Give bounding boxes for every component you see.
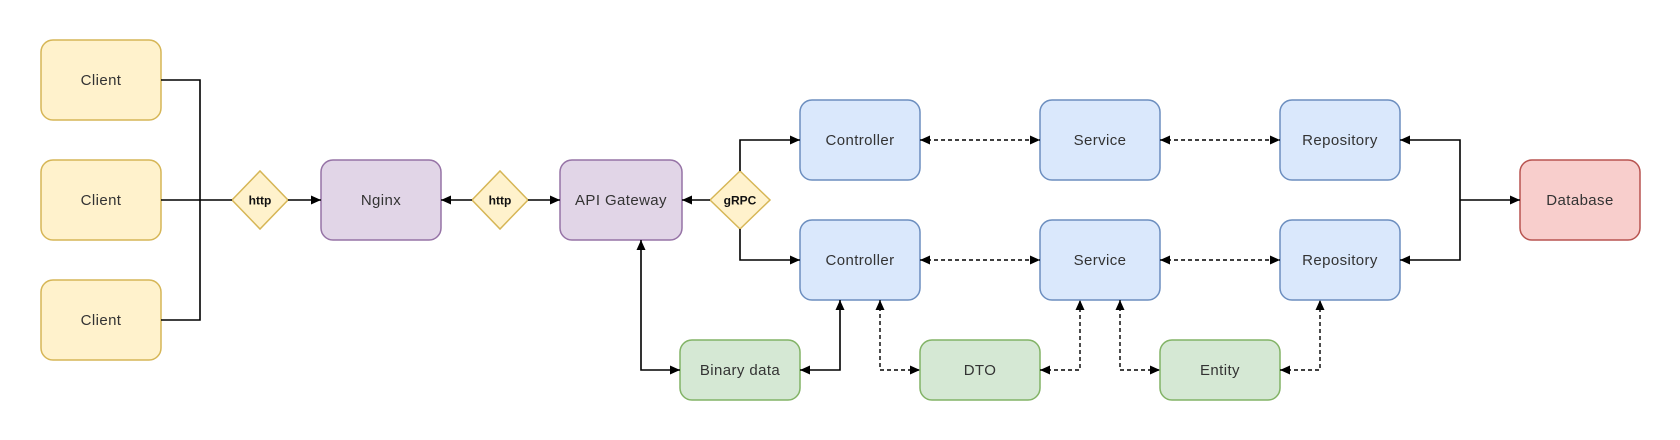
grpc-label: gRPC xyxy=(724,193,757,207)
node-grpc[interactable]: gRPC xyxy=(708,169,772,231)
edge-repositories-trunk xyxy=(1400,135,1461,265)
node-entity[interactable]: Entity xyxy=(1159,339,1281,401)
node-client-2[interactable]: Client xyxy=(40,159,162,241)
edge-entity-repository2 xyxy=(1280,300,1325,375)
node-client-3[interactable]: Client xyxy=(40,279,162,361)
node-api-gateway[interactable]: API Gateway xyxy=(559,159,683,241)
node-controller-1[interactable]: Controller xyxy=(799,99,921,181)
client-2-label: Client xyxy=(81,192,122,209)
edge-service2-entity xyxy=(1115,300,1160,375)
edge-grpc-controller2 xyxy=(739,229,800,265)
node-repository-1[interactable]: Repository xyxy=(1279,99,1401,181)
nginx-label: Nginx xyxy=(361,192,401,209)
api-gateway-label: API Gateway xyxy=(575,192,667,209)
edge-apigateway-binarydata xyxy=(636,240,680,375)
edge-binarydata-controller2 xyxy=(800,300,845,375)
service-2-label: Service xyxy=(1074,252,1127,269)
edge-controller2-dto xyxy=(875,300,920,375)
http-1-label: http xyxy=(249,193,272,207)
node-http-2[interactable]: http xyxy=(470,169,530,231)
node-http-1[interactable]: http xyxy=(230,169,290,231)
node-dto[interactable]: DTO xyxy=(919,339,1041,401)
edges-layer xyxy=(161,79,1520,375)
repository-2-label: Repository xyxy=(1302,252,1378,269)
entity-label: Entity xyxy=(1200,362,1240,379)
node-service-1[interactable]: Service xyxy=(1039,99,1161,181)
service-1-label: Service xyxy=(1074,132,1127,149)
grpc-diamond-shape xyxy=(708,169,772,231)
node-client-1[interactable]: Client xyxy=(40,39,162,121)
repository-1-label: Repository xyxy=(1302,132,1378,149)
client-1-label: Client xyxy=(81,72,122,89)
http-2-label: http xyxy=(489,193,512,207)
node-nginx[interactable]: Nginx xyxy=(320,159,442,241)
node-service-2[interactable]: Service xyxy=(1039,219,1161,301)
edge-dto-service2 xyxy=(1040,300,1085,375)
node-database[interactable]: Database xyxy=(1519,159,1641,241)
edge-grpc-controller1 xyxy=(739,135,800,171)
node-binary-data[interactable]: Binary data xyxy=(679,339,801,401)
database-label: Database xyxy=(1546,192,1613,209)
client-3-label: Client xyxy=(81,312,122,329)
binary-data-label: Binary data xyxy=(700,362,781,379)
dto-label: DTO xyxy=(964,362,997,379)
controller-2-label: Controller xyxy=(825,252,894,269)
controller-1-label: Controller xyxy=(825,132,894,149)
node-repository-2[interactable]: Repository xyxy=(1279,219,1401,301)
node-controller-2[interactable]: Controller xyxy=(799,219,921,301)
